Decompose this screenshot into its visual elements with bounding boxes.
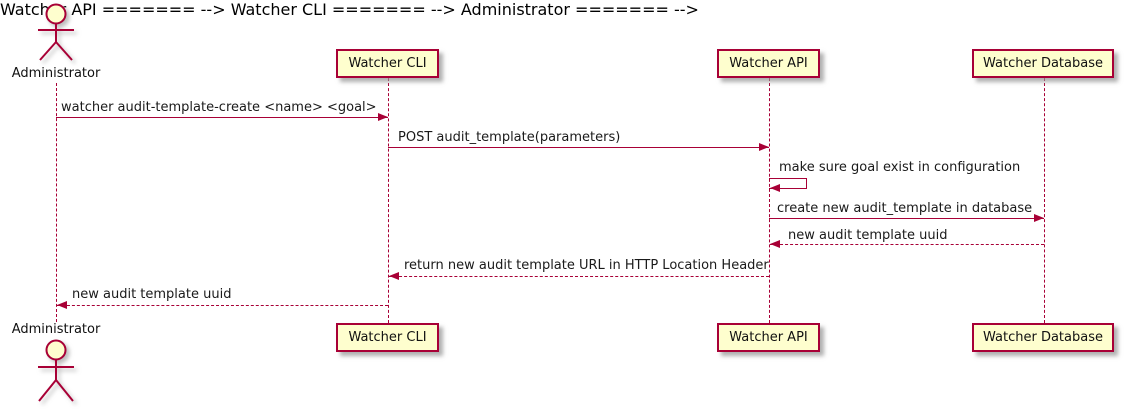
participant-watcher-api-bottom: Watcher API: [717, 323, 820, 352]
message-label-6: return new audit template URL in HTTP Lo…: [404, 258, 769, 273]
lifeline-administrator: [56, 83, 57, 322]
message-label-7: new audit template uuid: [72, 287, 232, 302]
actor-icon: [38, 339, 74, 402]
actor-icon: [38, 3, 74, 61]
lifeline-watcher-database: [1044, 78, 1045, 323]
participant-watcher-database-bottom: Watcher Database: [972, 323, 1114, 352]
participant-label: Watcher CLI: [348, 56, 427, 71]
message-arrow-5: [770, 244, 1044, 245]
arrowhead-right-icon: [759, 143, 769, 151]
participant-watcher-database-top: Watcher Database: [972, 49, 1114, 78]
arrowhead-left-icon: [770, 240, 780, 248]
arrowhead-left-icon: [770, 184, 780, 192]
message-label-3: make sure goal exist in configuration: [779, 160, 1021, 175]
message-label-2: POST audit_template(parameters): [398, 130, 621, 145]
actor-label: Administrator: [11, 322, 101, 337]
lifeline-watcher-api: [769, 78, 770, 323]
arrowhead-left-icon: [57, 301, 67, 309]
message-arrow-6: [389, 276, 769, 277]
participant-label: Watcher CLI: [348, 330, 427, 345]
message-arrow-7: [57, 305, 388, 306]
message-arrow-2: [388, 147, 769, 148]
message-arrow-1: [56, 117, 388, 118]
participant-label: Watcher Database: [983, 56, 1103, 71]
participant-label: Watcher API: [729, 56, 808, 71]
lifeline-watcher-cli: [388, 78, 389, 323]
actor-label: Administrator: [11, 66, 101, 81]
message-arrow-4: [769, 218, 1044, 219]
participant-watcher-cli-top: Watcher CLI: [336, 49, 439, 78]
participant-watcher-api-top: Watcher API: [717, 49, 820, 78]
arrowhead-right-icon: [1034, 214, 1044, 222]
arrowhead-left-icon: [389, 272, 399, 280]
arrowhead-right-icon: [378, 113, 388, 121]
participant-watcher-cli-bottom: Watcher CLI: [336, 323, 439, 352]
message-label-5: new audit template uuid: [788, 228, 948, 243]
self-message-loop: [769, 178, 807, 189]
participant-label: Watcher API: [729, 330, 808, 345]
message-label-4: create new audit_template in database: [777, 201, 1033, 216]
message-label-1: watcher audit-template-create <name> <go…: [61, 100, 377, 115]
participant-label: Watcher Database: [983, 330, 1103, 345]
